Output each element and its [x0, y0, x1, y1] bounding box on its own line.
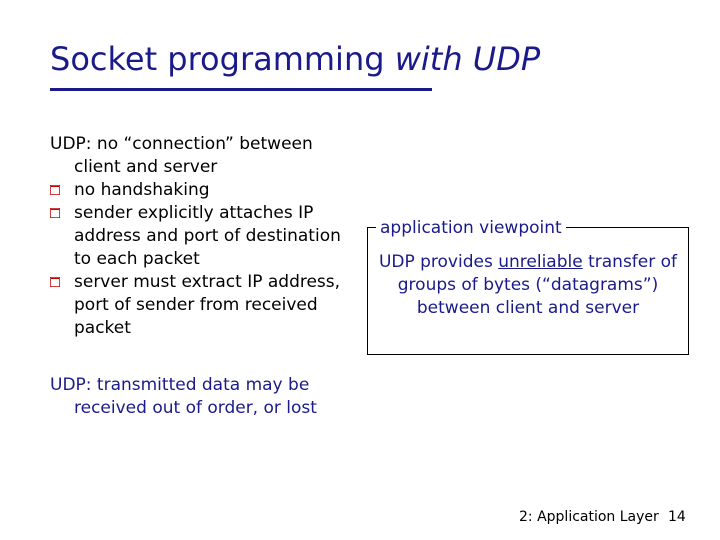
bullet-text: sender explicitly attaches IP address an… [74, 203, 341, 269]
application-viewpoint-text: UDP provides unreliable transfer of grou… [368, 251, 688, 320]
page-number: 14 [668, 509, 686, 525]
application-viewpoint-box: application viewpoint UDP provides unrel… [367, 217, 689, 355]
application-viewpoint-label: application viewpoint [376, 217, 566, 239]
bullet-icon [50, 277, 60, 287]
bullet-icon [50, 185, 60, 195]
list-item: sender explicitly attaches IP address an… [50, 202, 360, 271]
title-underline [50, 88, 432, 91]
title-emphasis: with UDP [394, 40, 541, 78]
bullet-icon [50, 208, 60, 218]
bullet-text: no handshaking [74, 180, 210, 200]
udp-feature-list: no handshaking sender explicitly attache… [50, 179, 360, 340]
footer-section-label: 2: Application Layer [519, 509, 659, 525]
viewpoint-prefix: UDP provides [378, 252, 499, 272]
udp-reliability-note: UDP: transmitted data may be received ou… [50, 375, 317, 418]
left-column: UDP: no “connection” between client and … [50, 133, 360, 340]
unreliable-term: unreliable [498, 252, 583, 272]
udp-connection-note: UDP: no “connection” between client and … [50, 134, 313, 177]
list-item: no handshaking [50, 179, 360, 202]
bullet-text: server must extract IP address, port of … [74, 272, 341, 338]
list-item: server must extract IP address, port of … [50, 271, 360, 340]
title-main: Socket programming [50, 40, 395, 78]
page-title: Socket programming with UDP [50, 40, 541, 91]
viewpoint-suffix: transfer of groups of bytes (“datagrams”… [397, 252, 678, 318]
